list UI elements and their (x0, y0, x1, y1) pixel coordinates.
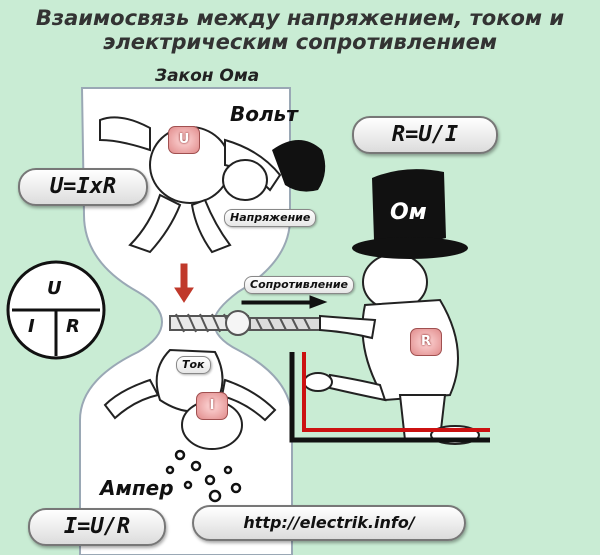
page-title: Взаимосвязь между напряжением, током и э… (0, 6, 600, 54)
resistance-arrow (241, 295, 328, 309)
formula-current: I=U/R (28, 508, 166, 546)
resistance-tag: Сопротивление (244, 276, 354, 294)
title-line-2: электрическим сопротивлением (102, 30, 498, 54)
ampere-label: Ампер (100, 476, 174, 500)
volt-label: Вольт (230, 102, 298, 126)
formula-resistance: R=U/I (352, 116, 498, 154)
cap (272, 140, 326, 192)
ground-bracket (289, 352, 490, 443)
dots (165, 449, 242, 503)
triangle-u: U (47, 278, 62, 299)
badge-u: U (168, 126, 200, 154)
url-link[interactable]: http://electrik.info/ (192, 505, 466, 541)
voltage-tag: Напряжение (224, 209, 317, 227)
formula-voltage: U=IxR (18, 168, 148, 206)
triangle-r: R (66, 316, 80, 337)
current-arrow (174, 263, 194, 303)
badge-i: I (196, 392, 228, 420)
current-tag: Ток (176, 356, 211, 374)
subtitle: Закон Ома (155, 66, 260, 86)
title-line-1: Взаимосвязь между напряжением, током и (35, 6, 565, 30)
triangle-i: I (28, 316, 35, 337)
resistor-coil (169, 310, 321, 336)
volt-figure (99, 116, 282, 254)
ohm-label: Ом (390, 200, 427, 225)
top-hat (352, 169, 468, 259)
badge-r: R (410, 328, 442, 356)
ohm-triangle (6, 260, 106, 360)
